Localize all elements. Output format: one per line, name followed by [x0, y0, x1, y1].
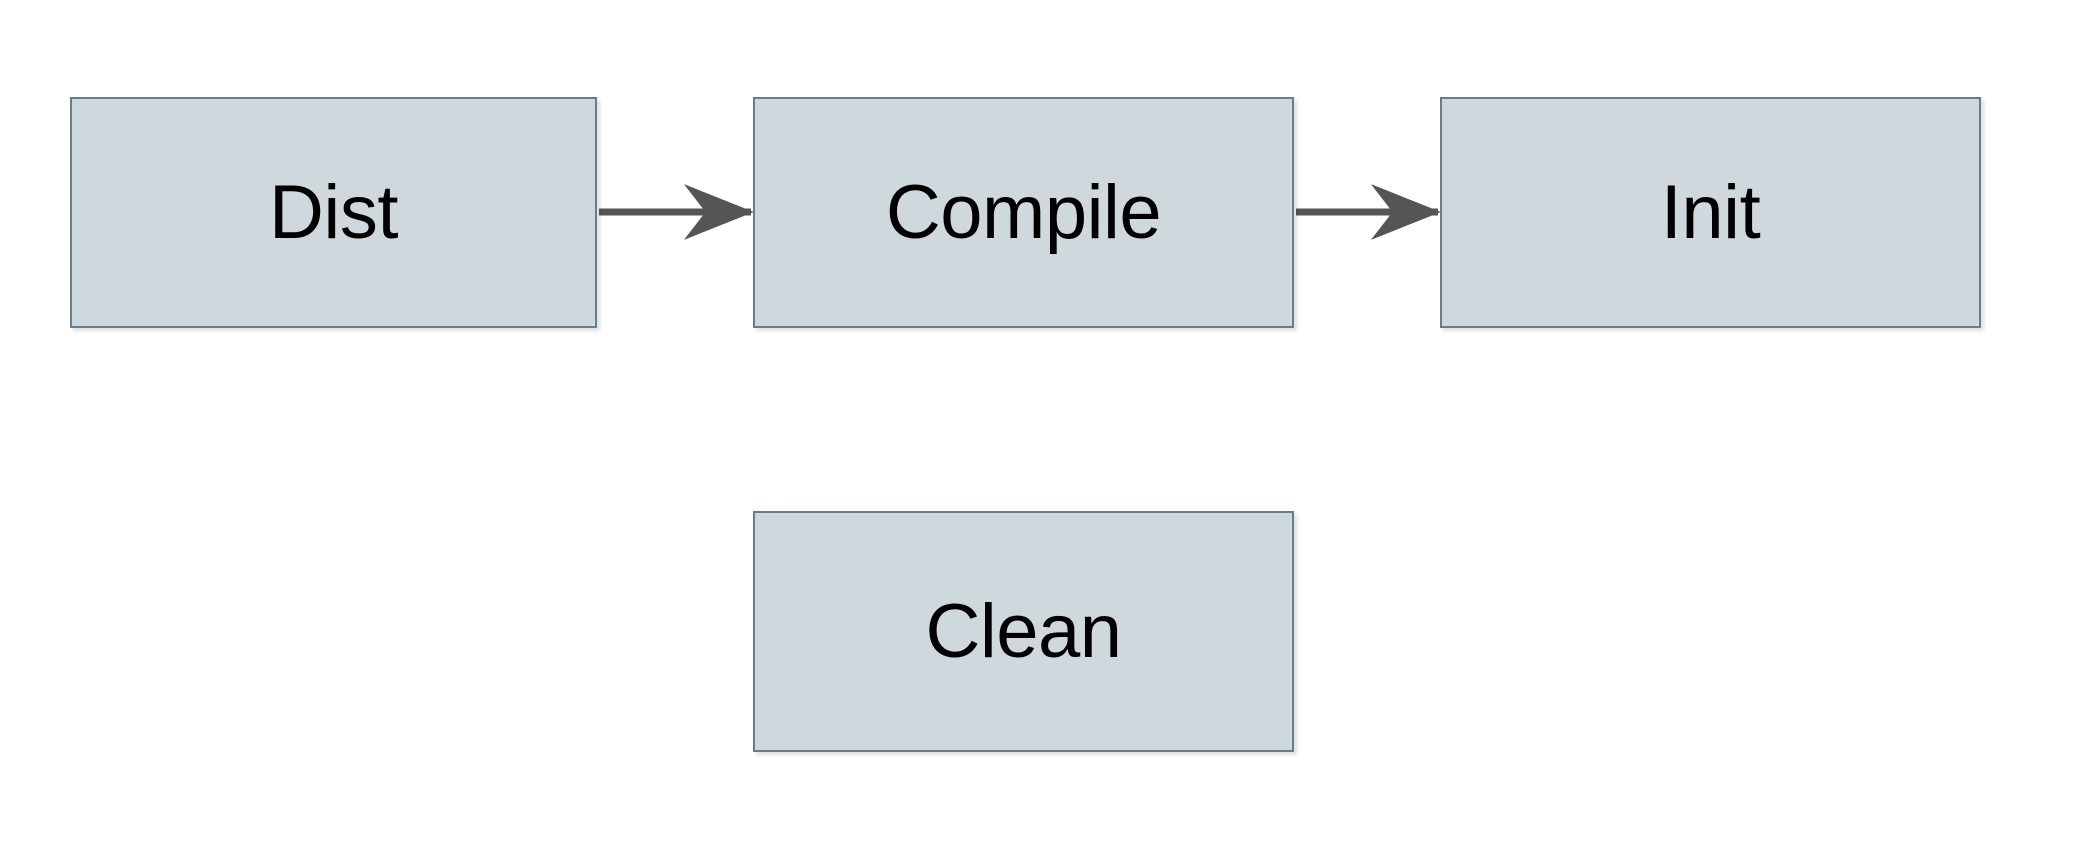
node-dist-label: Dist — [269, 169, 398, 255]
node-clean[interactable]: Clean — [753, 511, 1294, 752]
node-compile[interactable]: Compile — [753, 97, 1294, 328]
node-compile-label: Compile — [885, 169, 1162, 255]
node-clean-label: Clean — [925, 588, 1122, 674]
node-dist[interactable]: Dist — [70, 97, 597, 328]
node-init[interactable]: Init — [1440, 97, 1981, 328]
node-init-label: Init — [1660, 169, 1761, 255]
